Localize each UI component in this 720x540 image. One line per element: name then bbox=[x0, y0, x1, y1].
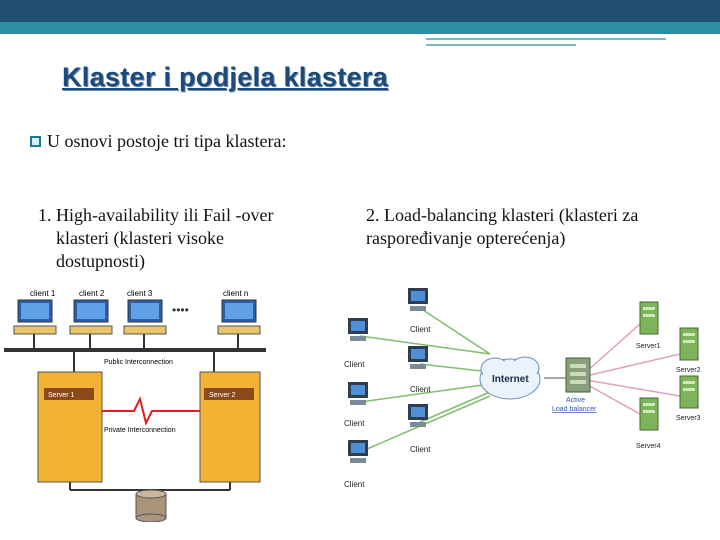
balancer-label: Active bbox=[566, 397, 585, 404]
internet-label: Internet bbox=[492, 374, 529, 385]
header-bar bbox=[0, 0, 720, 22]
balancer-label: Load balancer bbox=[552, 406, 597, 413]
lb-text: 2. Load-balancing klasteri (klasteri za … bbox=[366, 205, 639, 248]
server-label: Server3 bbox=[676, 415, 701, 422]
ellipsis: •••• bbox=[172, 303, 189, 317]
client-label: Client bbox=[410, 325, 431, 334]
lb-cluster-diagram: Client Client Client Client Client Clien… bbox=[344, 288, 701, 489]
client-computer bbox=[408, 404, 428, 427]
client-computer bbox=[13, 299, 57, 335]
server-tower-icon bbox=[679, 375, 699, 409]
header-stripe bbox=[0, 22, 720, 34]
storage-disk-icon bbox=[135, 489, 167, 522]
client-computer bbox=[408, 288, 428, 311]
lb-clients: Client Client Client Client Client Clien… bbox=[344, 288, 431, 489]
client-label: client 3 bbox=[127, 289, 153, 298]
decor-line bbox=[426, 44, 576, 46]
server-box: Server 2 bbox=[199, 371, 261, 483]
server-label: Server2 bbox=[676, 367, 701, 374]
lb-description: 2. Load-balancing klasteri (klasteri za … bbox=[366, 204, 696, 250]
heartbeat-line bbox=[102, 396, 200, 426]
client-computer bbox=[348, 382, 368, 405]
client-computer bbox=[348, 440, 368, 463]
server-label: Server 2 bbox=[209, 392, 236, 399]
client-label: Client bbox=[410, 445, 431, 454]
client-computer bbox=[408, 346, 428, 369]
client-computer bbox=[123, 299, 167, 335]
server-label: Server1 bbox=[636, 343, 661, 350]
client-computer bbox=[69, 299, 113, 335]
balancer-links bbox=[544, 323, 681, 415]
server-box: Server 1 bbox=[37, 371, 103, 483]
private-interconnect-label: Private Interconnection bbox=[104, 427, 176, 434]
client-label: Client bbox=[344, 360, 365, 369]
client-label: client n bbox=[223, 289, 248, 298]
bullet-item: U osnovi postoje tri tipa klastera: bbox=[30, 130, 290, 152]
load-balancer-icon: Active Load balancer bbox=[552, 357, 597, 413]
server-tower-icon bbox=[639, 397, 659, 431]
internet-cloud-icon: Internet bbox=[479, 356, 541, 400]
client-computer bbox=[217, 299, 261, 335]
public-interconnect-label: Public Interconnection bbox=[104, 359, 173, 366]
server-tower-icon bbox=[679, 327, 699, 361]
server-label: Server 1 bbox=[48, 392, 75, 399]
bullet-text: U osnovi postoje tri tipa klastera: bbox=[47, 131, 287, 151]
server-label: Server4 bbox=[636, 443, 661, 450]
decor-line bbox=[426, 38, 666, 40]
ha-text: 1. High-availability ili Fail -over klas… bbox=[38, 205, 274, 271]
slide-title: Klaster i podjela klastera bbox=[62, 62, 388, 92]
public-interconnect-line bbox=[4, 348, 266, 352]
ha-description: 1. High-availability ili Fail -over klas… bbox=[38, 204, 298, 273]
client-label: Client bbox=[410, 385, 431, 394]
client-computer bbox=[348, 318, 368, 341]
ha-cluster-diagram: client 1 client 2 client 3 client n ••••… bbox=[4, 289, 266, 522]
client-label: Client bbox=[344, 480, 365, 489]
lb-servers: Server1 Server2 Server3 Server4 bbox=[636, 301, 701, 450]
checkbox-bullet-icon bbox=[30, 136, 41, 147]
client-label: Client bbox=[344, 419, 365, 428]
client-label: client 2 bbox=[79, 289, 105, 298]
client-label: client 1 bbox=[30, 289, 56, 298]
server-tower-icon bbox=[639, 301, 659, 335]
ha-clients: client 1 client 2 client 3 client n •••• bbox=[13, 289, 261, 335]
